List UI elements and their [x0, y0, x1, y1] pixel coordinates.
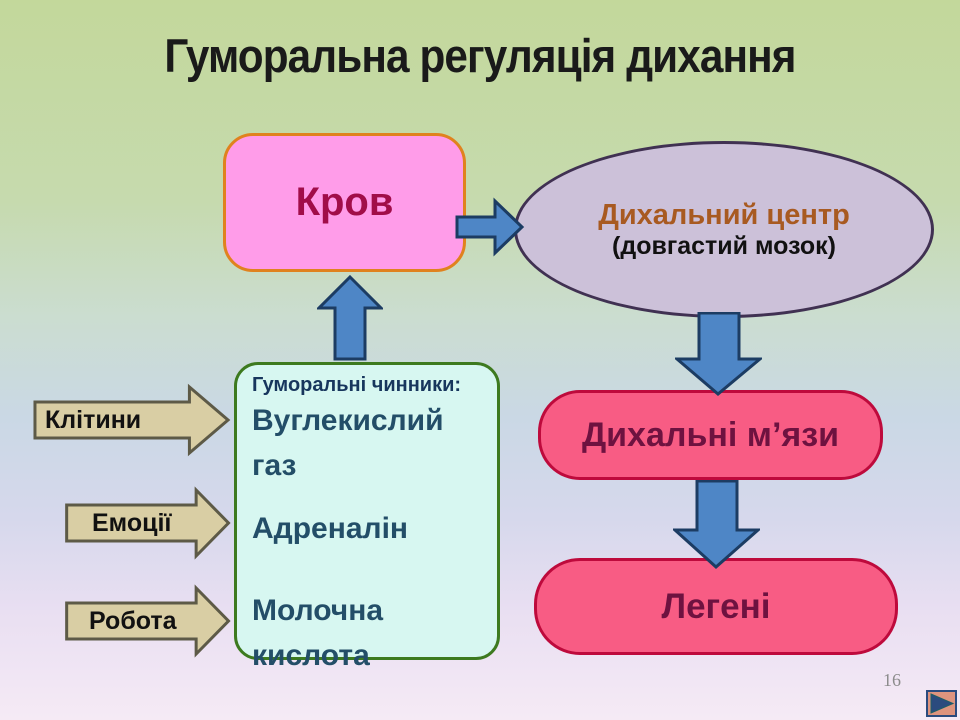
- page-number: 16: [883, 670, 901, 690]
- respiratory-center-subtitle: (довгастий мозок): [612, 231, 836, 260]
- play-icon: [930, 693, 955, 714]
- lungs-box: Легені: [534, 558, 898, 655]
- stimulus-label-emotions: Емоції: [92, 509, 172, 537]
- humoral-factor-item: Молочна кислота: [252, 594, 384, 672]
- flow-arrow-factors-to-blood: [317, 275, 383, 361]
- blood-label: Кров: [295, 180, 394, 224]
- slide-title: Гуморальна регуляція дихання: [164, 29, 796, 82]
- right-block-arrow-icon: [33, 383, 231, 457]
- stimulus-label-cells: Клітини: [45, 406, 142, 434]
- respiratory-muscles-label: Дихальні м’язи: [581, 415, 840, 454]
- lungs-label: Легені: [661, 586, 771, 626]
- stimulus-arrow-cells: Клітини: [33, 383, 231, 457]
- stimulus-label-work: Робота: [89, 607, 177, 635]
- respiratory-center-title: Дихальний центр: [598, 198, 850, 231]
- stimulus-arrow-work: Робота: [65, 584, 231, 658]
- flow-arrow-center-to-muscles: [675, 312, 762, 396]
- next-slide-button[interactable]: [926, 690, 957, 717]
- right-block-arrow-icon: [65, 584, 231, 658]
- right-block-arrow-icon: [65, 486, 231, 560]
- humoral-factors-box: Гуморальні чинники: Вуглекислий газ Адре…: [234, 362, 500, 672]
- respiratory-center-ellipse: Дихальний центр (довгастий мозок): [514, 141, 934, 318]
- humoral-factors-heading: Гуморальні чинники:: [252, 374, 462, 396]
- humoral-factor-item: Адреналін: [252, 512, 409, 545]
- respiratory-muscles-box: Дихальні м’язи: [538, 390, 883, 480]
- flow-arrow-muscles-to-lungs: [673, 480, 760, 569]
- stimulus-arrow-emotions: Емоції: [65, 486, 231, 560]
- humoral-factor-item: Вуглекислий газ: [252, 404, 444, 482]
- flow-arrow-blood-to-center: [455, 197, 525, 257]
- blood-box: Кров: [223, 133, 466, 272]
